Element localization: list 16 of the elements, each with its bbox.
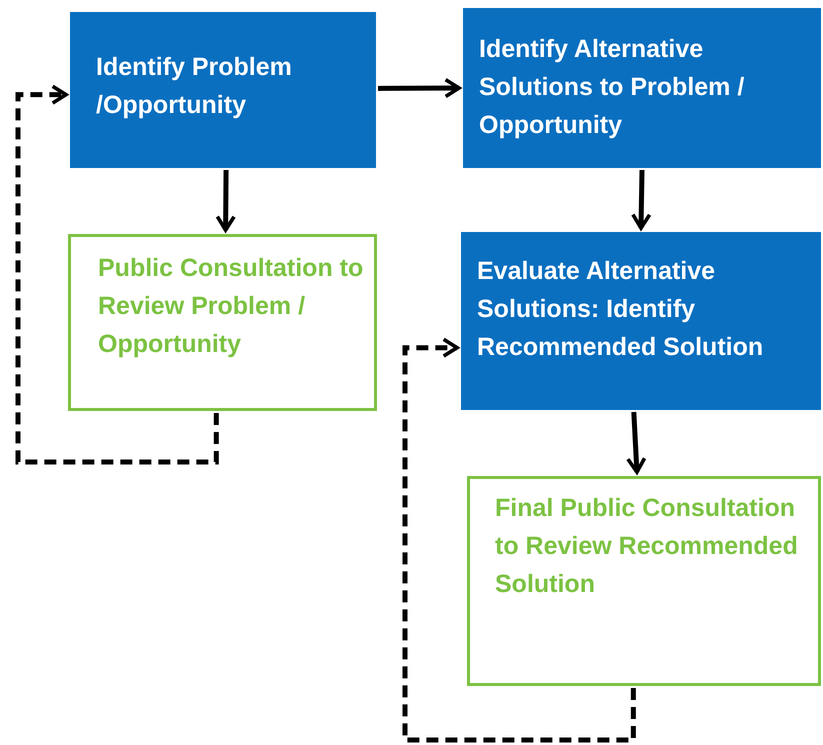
arrow (216, 170, 236, 232)
box-text: Evaluate Alternative Solutions: Identify Recommended Solution (477, 256, 764, 363)
process-box (461, 232, 821, 410)
box-text: Identify Alternative Solutions to Problem / Opportunity (479, 34, 746, 141)
arrow (16, 84, 219, 464)
process-box (70, 12, 376, 168)
arrow (378, 78, 461, 98)
arrow (402, 338, 636, 742)
arrow (626, 412, 646, 474)
arrow (631, 170, 652, 230)
consultation-box (467, 476, 821, 686)
box-text: Final Public Consultation to Review Recommended Solution (495, 493, 799, 600)
process-box (463, 8, 821, 168)
box-text: Public Consultation to Review Problem / Opportunity (98, 253, 364, 360)
box-text: Identify Problem /Opportunity (96, 52, 293, 121)
consultation-box (68, 234, 377, 411)
